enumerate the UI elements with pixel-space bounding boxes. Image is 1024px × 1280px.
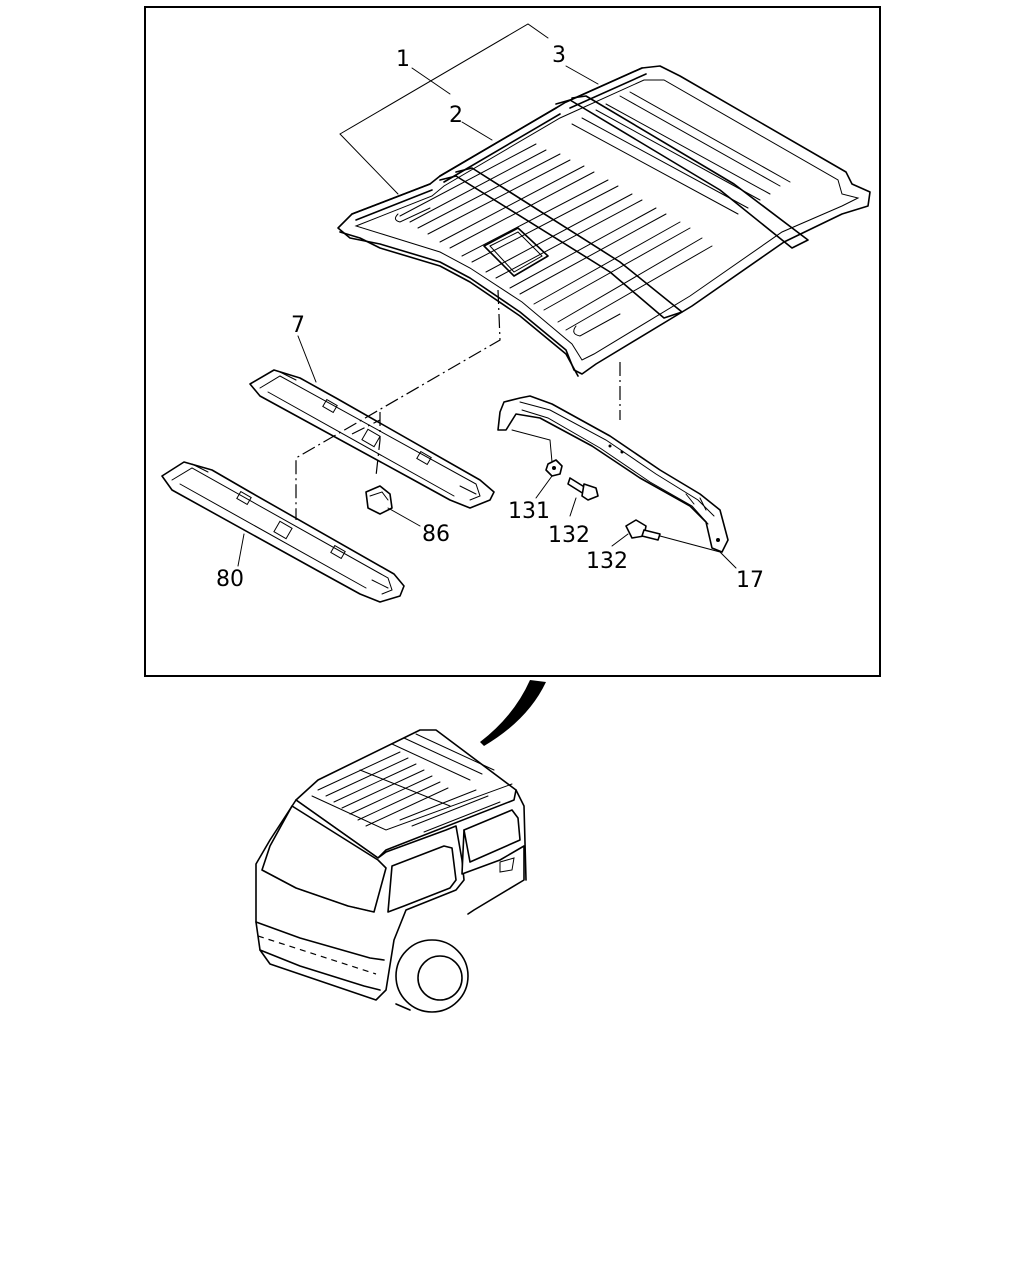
rear-roof-bow: [497, 395, 729, 553]
assembly-lines: [295, 289, 621, 520]
roof-headlining-panel: [337, 65, 871, 377]
van-locator: [255, 729, 527, 1013]
rear-roof-rail-80: [161, 461, 405, 603]
detail-pointer: [480, 680, 546, 746]
callout-3: 3: [552, 43, 566, 68]
callout-7: 7: [291, 313, 305, 338]
callouts: 1 2 3 7 80 86 131 132 132 17: [216, 43, 764, 593]
callout-80: 80: [216, 567, 244, 592]
callout-132-lower: 132: [586, 549, 628, 574]
clip-86: [365, 485, 393, 515]
callout-132-upper: 132: [548, 523, 590, 548]
leader-lines: [237, 23, 737, 569]
callout-17: 17: [736, 568, 764, 593]
bolt-132-lower: [625, 519, 661, 541]
callout-131: 131: [508, 499, 550, 524]
callout-1: 1: [396, 47, 410, 72]
callout-2: 2: [449, 103, 463, 128]
bolt-132-upper: [567, 477, 599, 501]
front-roof-rail-7: [249, 369, 495, 509]
roof-ribs: [399, 91, 791, 331]
callout-86: 86: [422, 522, 450, 547]
detail-frame: [144, 6, 881, 677]
nut-131: [545, 459, 563, 477]
